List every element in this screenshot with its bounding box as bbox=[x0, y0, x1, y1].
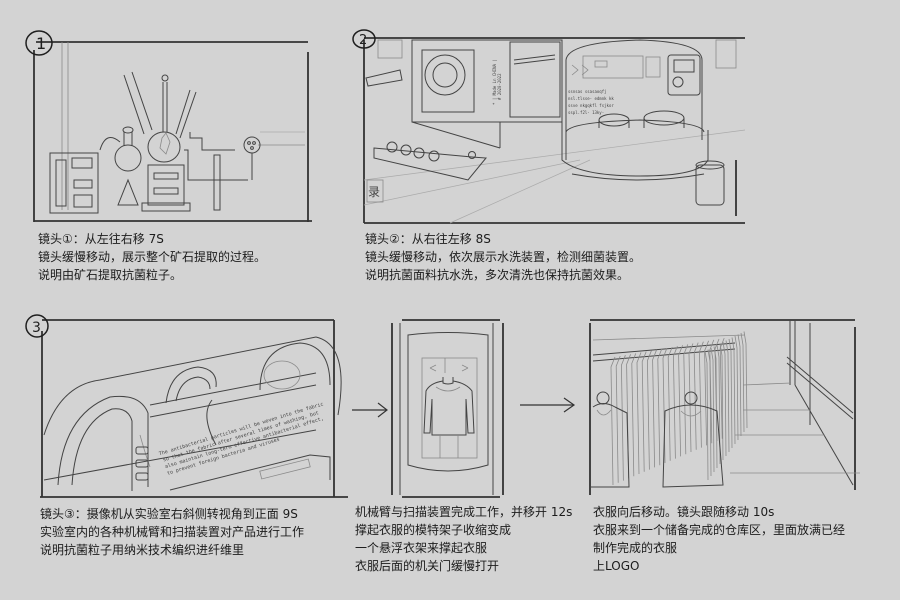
hanging-garment bbox=[725, 340, 730, 453]
hanging-garment bbox=[657, 348, 663, 466]
transition-arrow-icon bbox=[352, 402, 388, 418]
hanging-garment bbox=[667, 346, 673, 461]
shot-4-caption-line: 一个悬浮衣架来撑起衣服 bbox=[355, 541, 488, 555]
shot-4-caption-line: 撑起衣服的模特架子收缩变成 bbox=[355, 523, 512, 537]
shot-3-number: 3 bbox=[32, 320, 41, 336]
shot-4-panel bbox=[390, 315, 510, 500]
shot-5-panel bbox=[585, 315, 875, 500]
hanging-garment bbox=[678, 345, 683, 457]
hanging-garment bbox=[672, 346, 678, 459]
hanging-garment bbox=[636, 352, 642, 475]
shot-2-caption: 镜头②：从右往左移 8S 镜头缓慢移动，依次展示水洗装置，检测细菌装置。 说明抗… bbox=[365, 230, 641, 284]
hanging-garment bbox=[631, 353, 637, 477]
hanging-garment bbox=[615, 355, 621, 483]
hanging-garment bbox=[713, 346, 718, 469]
shot-3-number-badge: 3 bbox=[25, 314, 49, 338]
shot-2-caption-line: 镜头缓慢移动，依次展示水洗装置，检测细菌装置。 bbox=[365, 250, 642, 264]
hanging-garment bbox=[620, 355, 626, 481]
shot-1-panel: 1 bbox=[20, 20, 350, 230]
shot-2-sign-glyph: 录 bbox=[368, 185, 380, 199]
shot-3-caption-line: 说明抗菌粒子用纳米技术编织进纤维里 bbox=[40, 543, 245, 557]
shot-2-sketch-wash-and-detection: * | Made in CHINA | # 2020-2022 录 ssnsas… bbox=[363, 37, 746, 224]
shot-2-screen-line: ssnsas ssasaoqfj bbox=[568, 89, 607, 94]
shot-3-panel: The antibacterial particles will be wove… bbox=[20, 305, 360, 505]
shot-3-fabric-text-line: so that the fabric after several times o… bbox=[162, 410, 319, 463]
shot-4-caption-line: 机械臂与扫描装置完成工作，并移开 12s bbox=[355, 505, 573, 519]
shot-2-panel: * | Made in CHINA | # 2020-2022 录 ssnsas… bbox=[350, 20, 750, 230]
shot-4-caption-line: 衣服后面的机关门缓慢打开 bbox=[355, 559, 500, 573]
shot-1-sketch-lab-extraction bbox=[33, 41, 312, 222]
hanging-garment bbox=[740, 332, 745, 433]
hanging-garment bbox=[722, 341, 727, 457]
shot-3-caption-line: 镜头③：摄像机从实验室右斜侧转视角到正面 9S bbox=[40, 507, 298, 521]
shot-2-screen-line: nsl.tlsse- edmnk kk bbox=[568, 96, 614, 101]
shot-3-sketch-weaving-machine: The antibacterial particles will be wove… bbox=[40, 319, 348, 498]
shot-3-caption-line: 实验室内的各种机械臂和扫描装置对产品进行工作 bbox=[40, 525, 305, 539]
shot-2-made-in-label: * | Made in CHINA | bbox=[492, 59, 497, 105]
hanging-garment bbox=[610, 356, 616, 486]
shot-2-year-label: # 2020-2022 bbox=[497, 73, 502, 100]
shot-5-sketch-warehouse-rack bbox=[589, 319, 860, 495]
hanging-garment bbox=[652, 349, 657, 468]
hanging-garment bbox=[719, 343, 724, 461]
hanging-garment bbox=[728, 338, 733, 449]
hanging-garment bbox=[734, 335, 739, 441]
shot-2-caption-line: 说明抗菌面料抗水洗，多次清洗也保持抗菌效果。 bbox=[365, 268, 630, 282]
shot-1-number-badge: 1 bbox=[25, 30, 53, 56]
shot-4-caption: 机械臂与扫描装置完成工作，并移开 12s 撑起衣服的模特架子收缩变成 一个悬浮衣… bbox=[355, 503, 572, 575]
shot-5-caption-line: 上LOGO bbox=[593, 559, 640, 573]
shot-3-caption: 镜头③：摄像机从实验室右斜侧转视角到正面 9S 实验室内的各种机械臂和扫描装置对… bbox=[40, 505, 304, 559]
shot-1-number: 1 bbox=[36, 34, 46, 53]
hanging-garment bbox=[683, 344, 689, 455]
shot-5-caption: 衣服向后移动。镜头跟随移动 10s 衣服来到一个储备完成的仓库区，里面放满已经 … bbox=[593, 503, 845, 575]
shot-4-sketch-scanner-garment bbox=[391, 319, 504, 498]
hanging-garment bbox=[716, 344, 721, 465]
hanging-garment bbox=[698, 341, 704, 448]
hanging-garment bbox=[709, 339, 715, 444]
transition-arrow-icon bbox=[520, 397, 576, 413]
hanging-garment bbox=[731, 337, 736, 445]
shot-2-caption-line: 镜头②：从右往左移 8S bbox=[365, 232, 491, 246]
hanging-garment bbox=[646, 350, 652, 470]
shot-5-caption-line: 衣服向后移动。镜头跟随移动 10s bbox=[593, 505, 775, 519]
clothes-rack-row bbox=[610, 331, 748, 486]
shot-2-screen-line: sspl.f2l- 13ky- bbox=[568, 110, 604, 115]
shot-2-screen-line: ssve nkgqkfl fsjkor bbox=[568, 103, 614, 108]
shot-1-caption: 镜头①：从左往右移 7S 镜头缓慢移动，展示整个矿石提取的过程。 说明由矿石提取… bbox=[38, 230, 266, 284]
hanging-garment bbox=[710, 347, 715, 473]
shot-5-caption-line: 衣服来到一个储备完成的仓库区，里面放满已经 bbox=[593, 523, 846, 537]
hanging-garment bbox=[704, 340, 709, 446]
hanging-garment bbox=[641, 351, 647, 472]
hanging-garment bbox=[693, 342, 699, 450]
hanging-garment bbox=[743, 331, 748, 429]
hanging-garment bbox=[719, 337, 725, 439]
hanging-garment bbox=[707, 349, 712, 477]
shot-5-caption-line: 制作完成的衣服 bbox=[593, 541, 678, 555]
shot-2-number-badge: 2 bbox=[352, 29, 376, 49]
hanging-garment bbox=[704, 350, 709, 481]
hanging-garment bbox=[737, 334, 742, 437]
shot-1-caption-line: 说明由矿石提取抗菌粒子。 bbox=[38, 268, 183, 282]
shot-1-caption-line: 镜头①：从左往右移 7S bbox=[38, 232, 164, 246]
shot-1-caption-line: 镜头缓慢移动，展示整个矿石提取的过程。 bbox=[38, 250, 267, 264]
shot-2-number: 2 bbox=[359, 33, 367, 48]
hanging-garment bbox=[688, 343, 694, 453]
